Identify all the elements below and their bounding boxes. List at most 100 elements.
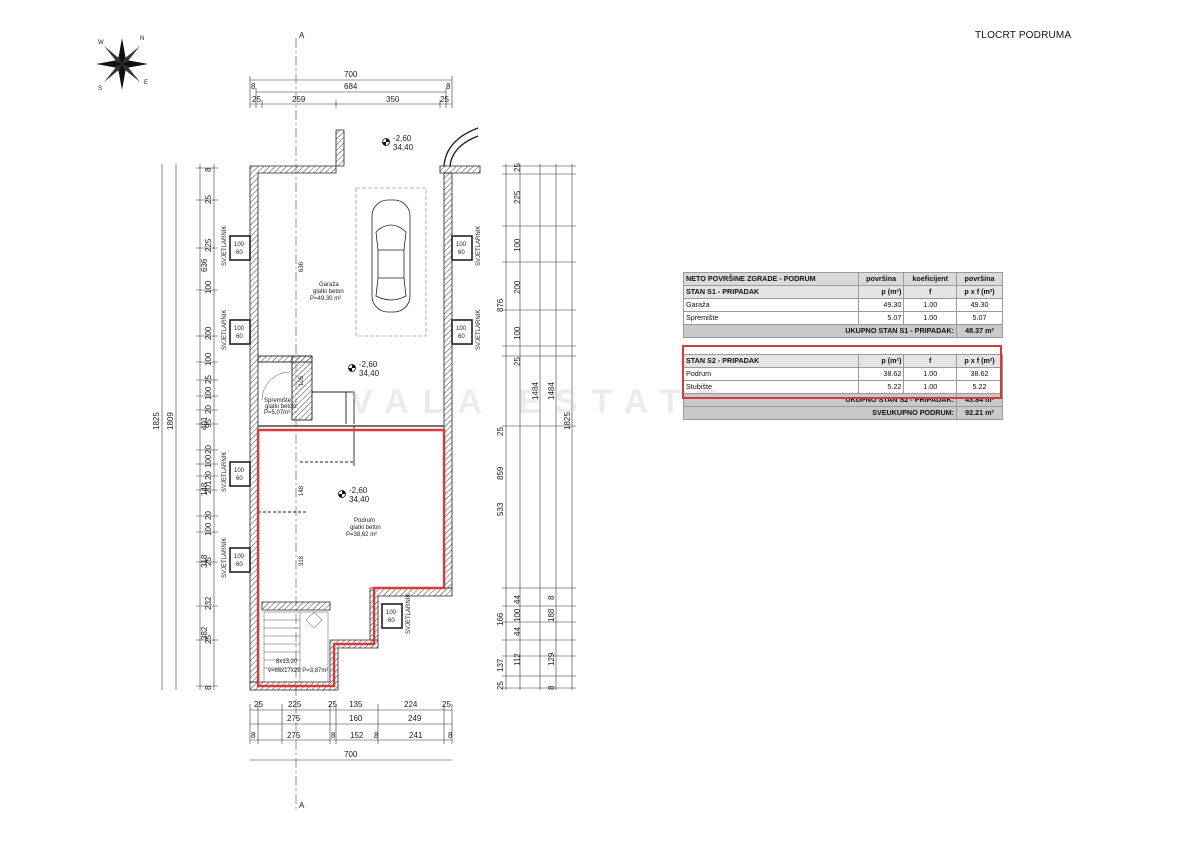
s1-h-f: f	[903, 285, 958, 299]
window-height: 60	[236, 334, 243, 340]
interior-dim-105: 105	[299, 375, 305, 386]
dim-right-inner: 200	[513, 280, 522, 294]
dim-bottom-row3: 275	[287, 731, 301, 740]
dim-bottom-row1: 224	[404, 700, 418, 709]
dim-bottom-overall: 700	[344, 750, 358, 759]
col-coef: koeficijent	[903, 272, 958, 286]
dim-bottom-row3: 8	[448, 731, 453, 740]
s2-h-f: f	[903, 354, 958, 368]
col-area2: površina	[956, 272, 1003, 286]
dim-right-mid: 876	[496, 298, 505, 312]
dim-right-mid: 137	[496, 658, 505, 672]
left-dimension-lines	[161, 164, 215, 690]
light-well-label: SVJETLARNIK	[476, 226, 482, 266]
dim-bottom-row1: 135	[349, 700, 363, 709]
dim-top-d6: 8	[446, 82, 451, 91]
dim-right-outer: 1825	[563, 412, 572, 430]
dim-right-inner: 100	[513, 238, 522, 252]
dim-left-inner: 100	[204, 280, 213, 294]
garage-area: P=49,30 m²	[310, 296, 341, 302]
compass-e: E	[144, 80, 148, 86]
dim-left-inner: 100	[204, 352, 213, 366]
dim-left-inner: 20	[204, 445, 213, 454]
s1-header: STAN S1 - PRIPADAK	[683, 285, 859, 299]
stair-steps: 8x13,20	[276, 659, 298, 665]
light-well-label: SVJETLARNIK	[222, 226, 228, 266]
dim-right-second: 1484	[531, 382, 540, 400]
dim-left-second: 1809	[166, 412, 175, 430]
dim-right-inner: 44	[513, 627, 522, 636]
dim-bottom-row2: 249	[408, 714, 422, 723]
right-dimension-lines	[505, 164, 573, 690]
dim-left-inner: 25	[204, 195, 213, 204]
basement-name: Podrum	[354, 518, 375, 524]
dim-bottom-row3: 152	[350, 731, 364, 740]
dim-right-inner: 8	[547, 595, 556, 600]
dim-top-d1: 8	[251, 82, 256, 91]
storage-area: P=5,07m²	[264, 410, 290, 416]
dim-left-inner: 25	[204, 635, 213, 644]
stair	[263, 611, 329, 683]
dim-right-inner: 8	[547, 685, 556, 690]
s1-total-label: UKUPNO STAN S1 - PRIPADAK:	[682, 324, 958, 338]
light-well-label: SVJETLARNIK	[406, 594, 412, 634]
dim-left-inner: 100	[204, 522, 213, 536]
table-row: Stubište 5.22 1.00 5.22	[683, 380, 1003, 394]
dim-left-inner: 20	[204, 471, 213, 480]
dim-left-inner: 100	[204, 386, 213, 400]
dim-bottom-row3: 8	[251, 731, 256, 740]
bottom-dimension-ticks	[249, 704, 453, 744]
dim-left-outer: 1825	[152, 412, 161, 430]
light-well-label: SVJETLARNIK	[476, 310, 482, 350]
right-dimension-ticks	[502, 165, 576, 689]
dim-right-inner: 129	[547, 652, 556, 666]
dim-right-inner: 100	[513, 608, 522, 622]
window-height: 60	[458, 250, 465, 256]
compass-icon: W N S E	[96, 36, 148, 92]
window-width: 100	[234, 554, 245, 560]
s2-h-p: p (m²)	[857, 354, 905, 368]
grand-total-row: SVEUKUPNO PODRUM: 92.21 m²	[682, 406, 1003, 420]
compass-w: W	[98, 40, 104, 46]
window-height: 60	[236, 250, 243, 256]
dim-left-mid: 382	[200, 626, 209, 640]
window-width: 100	[386, 610, 397, 616]
section-marker-bottom: A	[299, 801, 305, 810]
curved-wall	[443, 127, 479, 167]
table-row: Garaža 49.30 1.00 49.30	[683, 298, 1003, 312]
row-name: Garaža	[683, 298, 859, 312]
s1-h-p: p (m²)	[857, 285, 905, 299]
row-f: 1.00	[903, 298, 958, 312]
window-width: 100	[456, 326, 467, 332]
dim-left-mid: 148	[200, 482, 209, 496]
door-swing	[261, 371, 291, 401]
row-p: 38.62	[857, 367, 905, 381]
window-height: 60	[458, 334, 465, 340]
dim-bottom-row2: 275	[287, 714, 301, 723]
dim-right-inner: 25	[496, 681, 505, 690]
s2-h-pf: p x f (m²)	[956, 354, 1003, 368]
bottom-dimensions	[250, 709, 452, 761]
garage-name: Garaža	[319, 282, 339, 288]
dim-left-inner: 100	[204, 454, 213, 468]
s1-total-row: UKUPNO STAN S1 - PRIPADAK: 48.37 m²	[682, 324, 1003, 338]
row-f: 1.00	[903, 311, 958, 325]
row-p: 5.22	[857, 380, 905, 394]
col-area: površina	[857, 272, 905, 286]
dim-bottom-row3: 8	[331, 731, 336, 740]
s2-total-row: UKUPNO STAN S2 - PRIPADAK: 43.84 m²	[682, 393, 1003, 407]
row-f: 1.00	[903, 380, 958, 394]
table-title: NETO POVRŠINE ZGRADE - PODRUM	[683, 272, 859, 286]
table-row: Podrum 38.62 1.00 38.62	[683, 367, 1003, 381]
dim-right-mid: 166	[496, 612, 505, 626]
area-table: NETO POVRŠINE ZGRADE - PODRUM površina k…	[682, 272, 1003, 420]
storage-floor: glatki beton	[265, 404, 296, 410]
dim-right-inner: 188	[547, 608, 556, 622]
dim-bottom-row2: 160	[349, 714, 363, 723]
dim-right-mid: 859	[496, 466, 505, 480]
dim-left-inner: 200	[204, 326, 213, 340]
